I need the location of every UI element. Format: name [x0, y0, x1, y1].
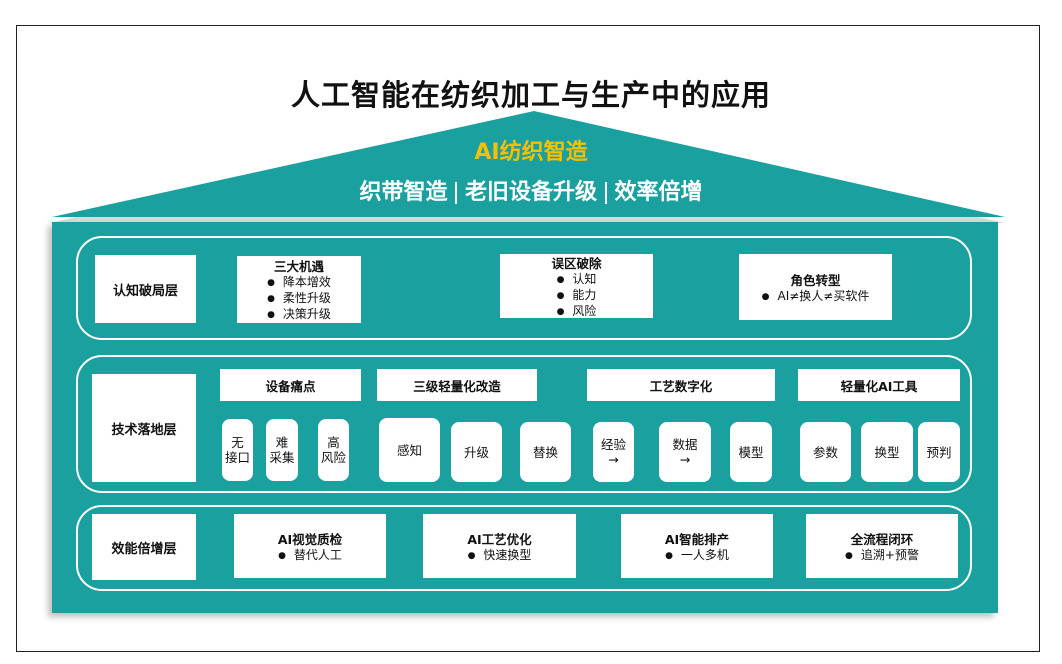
tech-cell: 升级: [451, 422, 502, 482]
box-bullet: 一人多机: [665, 548, 729, 564]
box-bullet: AI≠换人≠买软件: [762, 289, 870, 305]
box-bullet: 决策升级: [267, 307, 331, 323]
efficiency-box: AI视觉质检 替代人工: [234, 514, 386, 578]
tech-cell: 替换: [520, 422, 571, 482]
efficiency-layer: [76, 505, 972, 591]
roof-shape: [49, 111, 1005, 223]
tech-cell: 难 采集: [266, 419, 298, 481]
tech-cell: 预判: [918, 422, 960, 482]
roof-item: 效率倍增: [614, 180, 703, 205]
roof-item: 织带智造: [359, 180, 448, 205]
box-bullet: 快速换型: [468, 548, 531, 564]
tech-group-header: 轻量化AI工具: [798, 369, 960, 401]
tech-cell: 模型: [730, 422, 772, 482]
box-title: AI视觉质检: [277, 531, 343, 547]
house-body: 认知破局层 三大机遇 降本增效 柔性升级 决策升级 误区破除 认知 能力 风险 …: [52, 222, 998, 613]
efficiency-box: 全流程闭环 追溯+预警: [806, 514, 958, 578]
tech-cell: 换型: [861, 422, 913, 482]
tech-cell: 数据 →: [659, 422, 711, 482]
outer-frame: [16, 25, 1040, 652]
efficiency-layer-label: 效能倍增层: [92, 514, 196, 580]
box-bullet: 柔性升级: [267, 291, 331, 307]
box-title: AI工艺优化: [467, 531, 532, 547]
box-bullet: 降本增效: [267, 275, 331, 291]
roof-item: 老旧设备升级: [464, 180, 597, 205]
box-bullet: 认知: [557, 272, 596, 288]
tech-cell: 无 接口: [222, 419, 253, 481]
cognition-box-role-change: 角色转型 AI≠换人≠买软件: [739, 254, 892, 320]
efficiency-box: AI工艺优化 快速换型: [423, 514, 576, 578]
technology-layer-label: 技术落地层: [92, 374, 196, 482]
roof-separator: [455, 182, 457, 204]
box-bullet: 替代人工: [278, 548, 342, 564]
tech-cell: 感知: [379, 418, 440, 482]
cognition-box-opportunities: 三大机遇 降本增效 柔性升级 决策升级: [237, 256, 361, 323]
roof-separator: [605, 182, 607, 204]
tech-cell: 参数: [800, 422, 851, 482]
box-bullet: 风险: [557, 304, 596, 320]
roof-items: 织带智造老旧设备升级效率倍增: [0, 174, 1062, 206]
efficiency-box: AI智能排产 一人多机: [621, 514, 773, 578]
page-title: 人工智能在纺织加工与生产中的应用: [290, 78, 771, 112]
tech-cell: 经验 →: [593, 422, 634, 482]
cognition-box-misconceptions: 误区破除 认知 能力 风险: [500, 254, 653, 318]
tech-group-header: 工艺数字化: [587, 369, 775, 401]
tech-cell: 高 风险: [318, 419, 349, 481]
box-title: AI智能排产: [664, 531, 730, 547]
roof-subtitle: AI纺织智造: [474, 140, 588, 165]
tech-group-header: 三级轻量化改造: [377, 369, 537, 401]
technology-layer: [76, 355, 972, 493]
box-title: 误区破除: [551, 255, 602, 271]
cognition-layer: [76, 236, 972, 340]
box-bullet: 追溯+预警: [845, 548, 919, 564]
box-bullet: 能力: [557, 288, 596, 304]
box-title: 角色转型: [790, 272, 841, 288]
cognition-layer-label: 认知破局层: [95, 255, 196, 323]
box-title: 全流程闭环: [850, 531, 914, 547]
box-title: 三大机遇: [273, 259, 324, 274]
tech-group-header: 设备痛点: [220, 369, 361, 401]
